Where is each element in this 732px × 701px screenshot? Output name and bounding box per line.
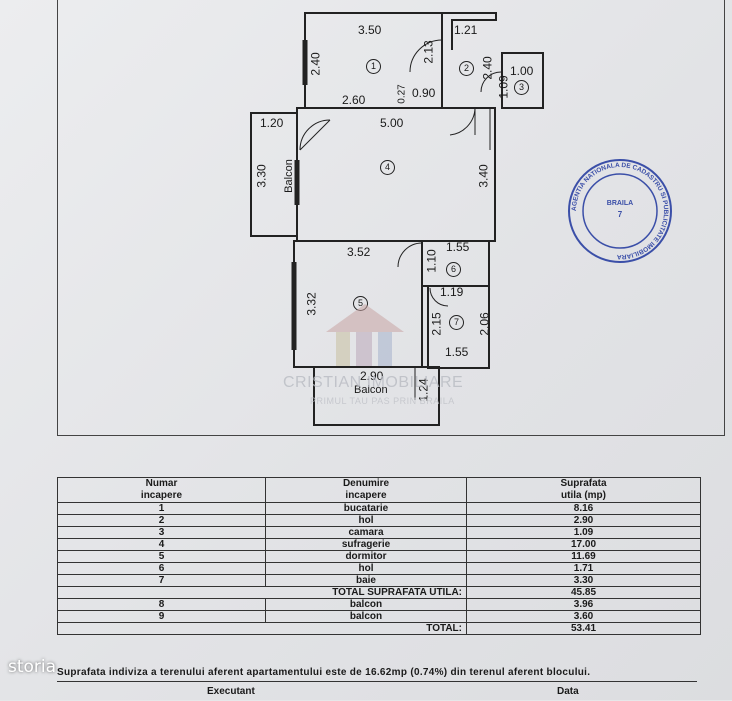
balcony-label-1: Balcon xyxy=(282,159,295,193)
room-number-3: 3 xyxy=(514,80,529,95)
dim-bath-height-right: 2.06 xyxy=(477,312,492,336)
dim-door-kitchen: 0.90 xyxy=(412,86,436,100)
watermark-house-logo xyxy=(326,304,404,366)
dim-wall-gap: 0.27 xyxy=(396,84,408,104)
dim-balcony-height: 3.30 xyxy=(254,164,269,188)
room-number-7: 7 xyxy=(449,315,464,330)
signature-row: Executant Data xyxy=(57,681,697,701)
executant-label: Executant xyxy=(207,686,255,697)
dim-door-width: 2.13 xyxy=(421,40,436,64)
dim-kitchen-width: 3.50 xyxy=(358,23,382,37)
room-number-4: 4 xyxy=(380,160,395,175)
watermark-subtext: PRIMUL TAU PAS PRIN BRAILA xyxy=(310,396,455,406)
dim-bedroom-width: 3.52 xyxy=(347,245,371,259)
stamp-number: 7 xyxy=(618,210,623,219)
dim-bedroom-height: 3.32 xyxy=(304,292,319,316)
dim-camara-width: 1.00 xyxy=(510,64,534,78)
dim-balcony-width: 1.20 xyxy=(260,116,284,130)
floor-plan-drawing xyxy=(250,12,544,426)
dim-balcony2-width: 2.90 xyxy=(360,369,384,383)
balcony-label-2: Balcon xyxy=(354,384,388,396)
dim-kitchen-bottom: 2.60 xyxy=(342,93,366,107)
watermark-text: CRISTIAN IMOBILIARE xyxy=(283,374,464,391)
official-stamp: AGENTIA NATIONALA DE CADASTRU SI PUBLICI… xyxy=(568,159,672,263)
storia-logo: storia xyxy=(8,657,57,677)
table-total-utila-row: TOTAL SUPRAFATA UTILA: 45.85 xyxy=(57,586,701,599)
dim-hol-width: 1.21 xyxy=(454,23,478,37)
dim-hol6-width: 1.55 xyxy=(446,240,470,254)
dim-kitchen-height: 2.40 xyxy=(308,52,323,76)
data-label: Data xyxy=(557,686,579,697)
dim-living-width: 5.00 xyxy=(380,116,404,130)
dim-bath-top: 1.19 xyxy=(440,285,464,299)
room-number-2: 2 xyxy=(459,61,474,76)
dim-camara-height: 1.09 xyxy=(496,75,511,99)
floor-plan-frame xyxy=(57,0,725,436)
land-share-note: Suprafata indiviza a terenului aferent a… xyxy=(57,667,591,678)
room-number-1: 1 xyxy=(366,59,381,74)
dim-bath-height-left: 2.15 xyxy=(429,312,444,336)
dim-hol6-height: 1.10 xyxy=(424,249,439,273)
stamp-city: BRAILA xyxy=(607,200,633,207)
dim-living-height: 3.40 xyxy=(476,164,491,188)
table-total-row: TOTAL: 53.41 xyxy=(57,622,701,635)
room-number-6: 6 xyxy=(446,262,461,277)
dim-hol-height: 2.40 xyxy=(480,56,495,80)
dim-bath-bottom: 1.55 xyxy=(445,345,469,359)
